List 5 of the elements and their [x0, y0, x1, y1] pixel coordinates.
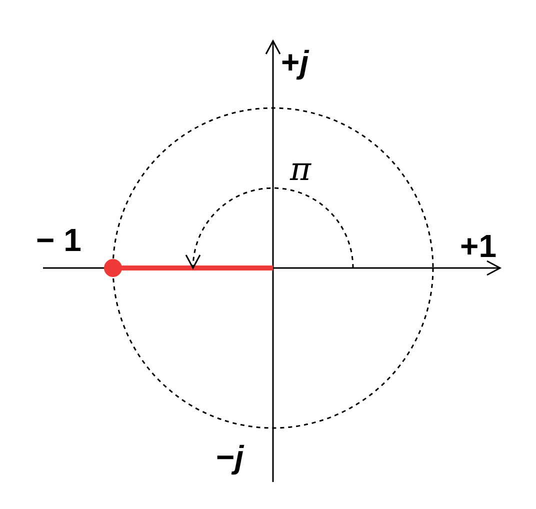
- point-label: − 1: [36, 223, 82, 257]
- angle-label: π: [290, 152, 312, 186]
- axis-label: +j: [281, 45, 309, 79]
- axis-label: +1: [460, 229, 496, 263]
- axis-label: −j: [216, 440, 244, 474]
